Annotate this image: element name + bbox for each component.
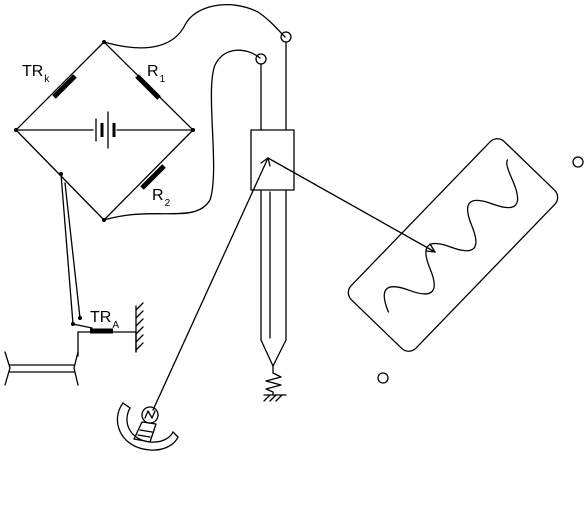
resistor-trk: [52, 74, 77, 99]
reflector-arc-outer: [116, 402, 179, 451]
lead-2: [64, 182, 81, 319]
ground-hatch: [263, 394, 283, 402]
wall-hatch: [135, 302, 144, 351]
wire-bottom-to-terminal: [103, 49, 261, 221]
lamp-assembly: [116, 402, 179, 451]
column-tip: [260, 339, 287, 367]
socket-thread-2: [137, 434, 151, 438]
chart-roller-top: [572, 156, 584, 168]
recording-chart: [347, 138, 559, 352]
label-r1: R1: [147, 63, 166, 85]
chart-frame: [347, 138, 559, 352]
node-right: [191, 128, 195, 132]
lead-dot-2: [78, 316, 82, 320]
tra-bracket: [77, 331, 137, 353]
reflector-end-a: [122, 402, 131, 409]
label-r2: R2: [152, 187, 171, 209]
reflector-end-b: [172, 431, 179, 438]
label-trk: TRk: [22, 63, 50, 85]
light-ray-reflected: [267, 157, 436, 253]
galvanometer-column: [250, 31, 295, 402]
galvanometer-box: [250, 129, 295, 191]
terminal-right: [280, 31, 292, 43]
lamp-filament: [144, 410, 156, 419]
column-spring: [265, 365, 282, 396]
resistor-r2: [140, 164, 166, 190]
lamp-socket: [133, 421, 157, 443]
socket-thread-1: [139, 429, 153, 433]
node-left: [14, 128, 18, 132]
light-ray-incident: [152, 157, 269, 411]
chart-roller-bottom: [377, 372, 389, 384]
bridge-circuit: [14, 40, 195, 222]
lead-1: [60, 173, 74, 325]
resistor-r1: [135, 74, 161, 100]
recorded-trace: [383, 159, 519, 313]
beam-left-end: [4, 351, 11, 386]
lead-link: [72, 323, 93, 329]
terminal-left: [255, 53, 267, 65]
beam-right-end: [73, 351, 79, 386]
reflected-arrow-head: [425, 243, 436, 253]
wire-top-to-terminal: [103, 4, 286, 49]
tra-sensor-assembly: [4, 302, 144, 386]
label-tra: TRA: [90, 309, 119, 331]
